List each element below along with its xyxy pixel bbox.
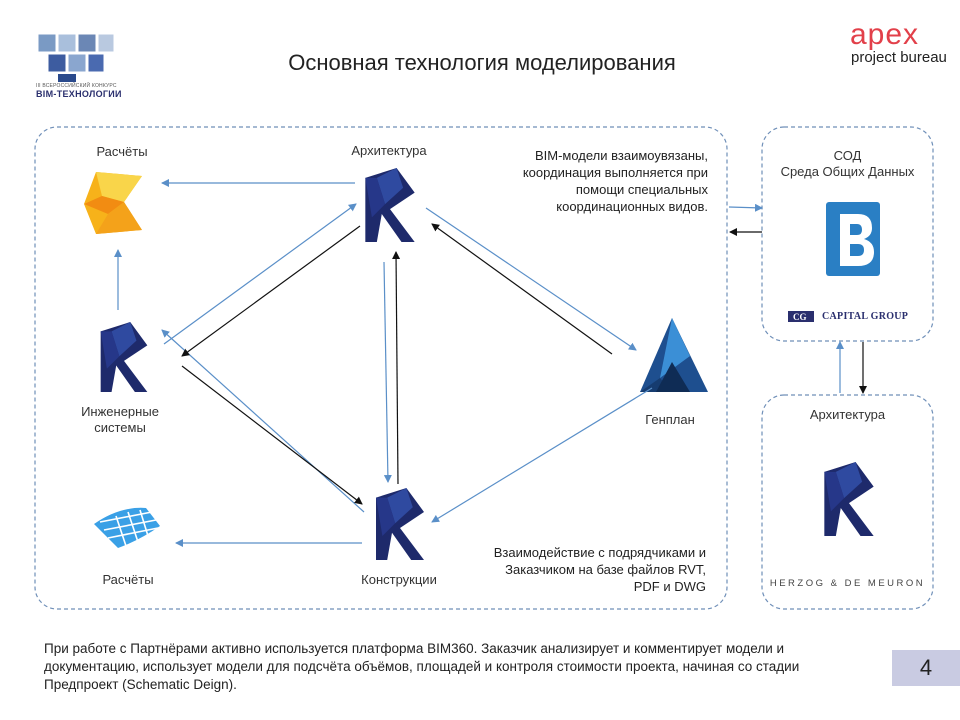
page-number: 4 <box>892 650 960 686</box>
partner-label: Архитектура <box>809 407 886 422</box>
note-interaction: Взаимодействие с подрядчиками и Заказчик… <box>493 545 706 594</box>
autocad-civil-icon <box>640 318 708 392</box>
svg-text:CG: CG <box>793 312 807 322</box>
revit-icon <box>365 168 415 242</box>
arrow-eng-to-struct <box>181 365 363 505</box>
arrow-arch-to-genplan <box>425 207 637 351</box>
label-engineering: Инженерные системы <box>81 404 159 435</box>
arrow-arch-to-struct <box>383 261 392 483</box>
cde-label-short: СОД <box>833 148 862 163</box>
cde-label-full: Среда Общих Данных <box>780 164 915 179</box>
arrow-models-to-cde <box>728 203 763 212</box>
arrow-arch-to-eng <box>181 225 361 357</box>
partner-frame <box>761 394 934 610</box>
label-calc-top: Расчёты <box>96 144 148 159</box>
fabric-icon <box>94 507 160 548</box>
page-title: Основная технология моделирования <box>288 50 676 75</box>
note-linked-models: BIM-модели взаимоувязаны, координация вы… <box>522 148 708 214</box>
bim-logo-icon <box>37 33 115 82</box>
capital-group-icon: CG <box>788 311 814 322</box>
arrow-struct-to-eng <box>161 329 365 513</box>
label-architecture: Архитектура <box>351 143 427 158</box>
revit-icon <box>100 322 148 392</box>
apex-logo-sub: project bureau <box>851 49 947 66</box>
arrow-struct-to-arch <box>392 251 401 485</box>
cde-frame <box>761 126 934 342</box>
robot-structural-icon <box>84 172 142 234</box>
bim-logo-line2: BIM-ТЕХНОЛОГИИ <box>36 89 122 99</box>
revit-icon <box>376 488 424 560</box>
bim-logo-line1: III ВСЕРОССИЙСКИЙ КОНКУРС <box>36 83 117 89</box>
arrow-genplan-to-arch <box>431 223 613 355</box>
capital-group-label: CAPITAL GROUP <box>822 311 909 322</box>
footer-text: При работе с Партнёрами активно использу… <box>44 641 800 692</box>
label-genplan: Генплан <box>645 412 695 427</box>
revit-icon <box>824 462 874 536</box>
label-structures: Конструкции <box>361 572 437 587</box>
partner-firm: HERZOG & DE MEURON <box>769 578 926 589</box>
bim360-icon <box>826 202 880 276</box>
arrow-genplan-to-struct <box>431 387 653 523</box>
apex-logo: apex <box>850 18 920 51</box>
main-models-frame <box>34 126 728 610</box>
arrow-eng-to-arch <box>163 203 357 345</box>
label-calc-bottom: Расчёты <box>102 572 154 587</box>
